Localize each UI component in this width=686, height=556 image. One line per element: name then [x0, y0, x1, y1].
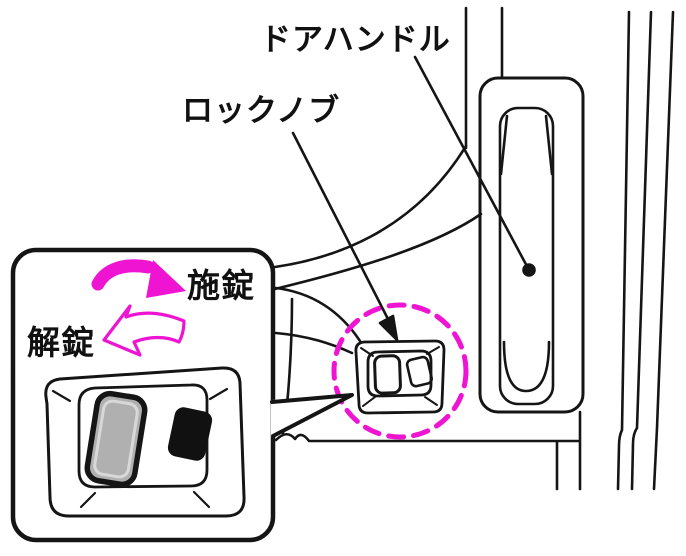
lock-knob-side-piece	[405, 355, 433, 388]
lock-knob	[373, 354, 402, 395]
door-handle-leader-line	[413, 55, 536, 277]
leader-dot-icon	[522, 263, 536, 277]
unlock-direction-label: 解錠	[27, 324, 95, 361]
highlight-dashed-circle-icon	[331, 302, 469, 440]
lock-knob-label: ロックノブ	[182, 93, 341, 128]
door-handle-label: ドアハンドル	[260, 22, 451, 57]
window-frame-lines	[464, 6, 504, 150]
door-handle-recess	[498, 106, 555, 406]
unlock-arrow-icon	[102, 304, 186, 357]
magnified-knob-recess	[51, 383, 229, 509]
magnified-knob-outer	[44, 366, 246, 518]
lock-knob-leader-arrow	[291, 131, 399, 342]
leader-arrowhead-icon	[378, 314, 399, 342]
door-handle-bezel	[478, 76, 585, 414]
magnified-lock-button	[167, 407, 213, 461]
lock-direction-label: 施錠	[187, 267, 255, 304]
lock-knob-housing	[354, 339, 446, 415]
door-pillar-lines	[616, 10, 675, 491]
lock-arrow-icon	[91, 259, 186, 298]
door-trim-contours	[273, 144, 582, 491]
magnified-lock-knob	[84, 390, 148, 488]
